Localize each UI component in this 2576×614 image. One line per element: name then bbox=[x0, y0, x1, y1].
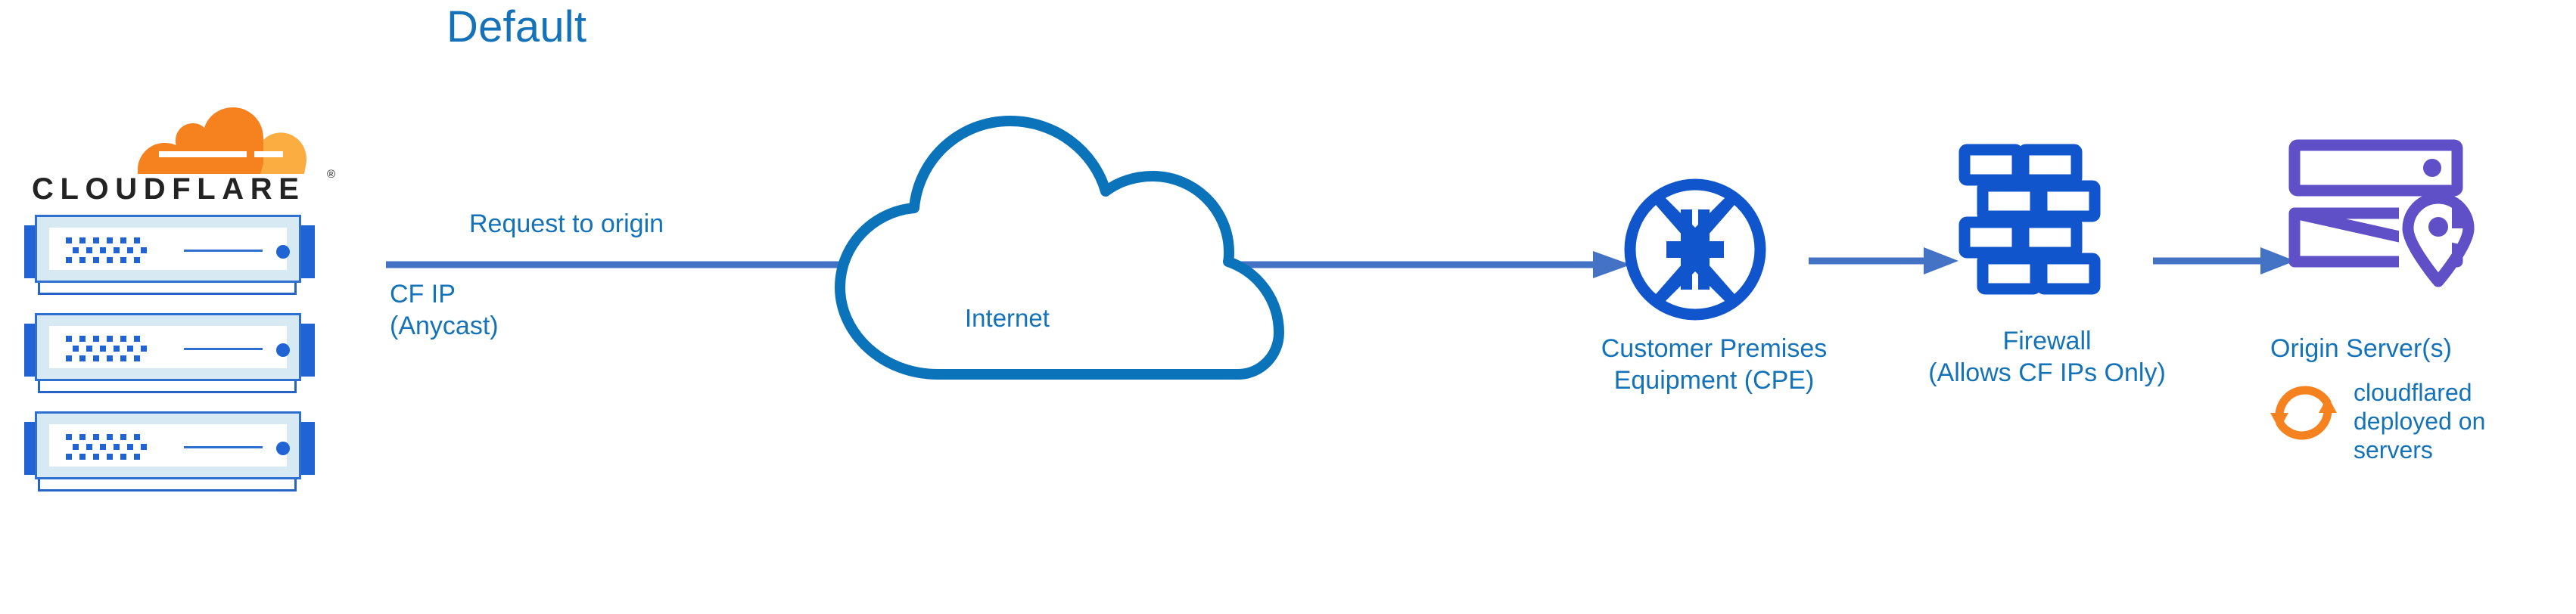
server-stack-location-pin-icon bbox=[2288, 139, 2475, 287]
server-status-led bbox=[276, 245, 290, 259]
cloudflared-label: cloudflared deployed on servers bbox=[2354, 379, 2486, 464]
server-ear-right bbox=[298, 324, 315, 377]
cloud-outline-icon bbox=[835, 116, 1284, 380]
server-faceplate bbox=[49, 228, 290, 270]
cf-ip-anycast-label: CF IP (Anycast) bbox=[390, 280, 499, 340]
server-status-led bbox=[276, 442, 290, 455]
server-vent-dots bbox=[66, 434, 160, 461]
server-slot-line bbox=[184, 446, 263, 448]
cpe-label: Customer Premises Equipment (CPE) bbox=[1601, 334, 1828, 395]
page-title: Default bbox=[446, 2, 587, 51]
server-slot-line bbox=[184, 348, 263, 350]
server-ear-right bbox=[298, 422, 315, 475]
server-chassis bbox=[35, 215, 301, 283]
server-vent-dots bbox=[66, 237, 160, 265]
internet-label: Internet bbox=[965, 304, 1050, 332]
origin-server-label: Origin Server(s) bbox=[2270, 334, 2452, 363]
rack-server-icon bbox=[18, 213, 321, 295]
rack-server-icon bbox=[18, 410, 321, 492]
server-ear-right bbox=[298, 225, 315, 278]
cloudflare-wordmark: CLOUDFLARE bbox=[32, 172, 306, 206]
server-slot-line bbox=[184, 250, 263, 252]
server-vent-dots bbox=[66, 336, 160, 363]
server-faceplate bbox=[49, 326, 290, 368]
connector-firewall-to-origin bbox=[2153, 247, 2295, 274]
request-to-origin-label: Request to origin bbox=[469, 209, 664, 238]
router-four-arrows-circle-icon bbox=[1624, 178, 1766, 321]
rack-server-icon bbox=[18, 312, 321, 393]
server-chassis bbox=[35, 411, 301, 479]
server-faceplate bbox=[49, 424, 290, 467]
server-chassis bbox=[35, 313, 301, 381]
cloudflare-logo-icon bbox=[138, 107, 307, 174]
firewall-label: Firewall (Allows CF IPs Only) bbox=[1928, 327, 2166, 387]
connector-cpe-to-firewall bbox=[1809, 247, 1958, 274]
registered-trademark-mark: ® bbox=[327, 168, 336, 181]
server-status-led bbox=[276, 343, 290, 357]
circular-sync-arrows-icon bbox=[2270, 386, 2337, 440]
brick-wall-icon bbox=[1958, 144, 2101, 295]
